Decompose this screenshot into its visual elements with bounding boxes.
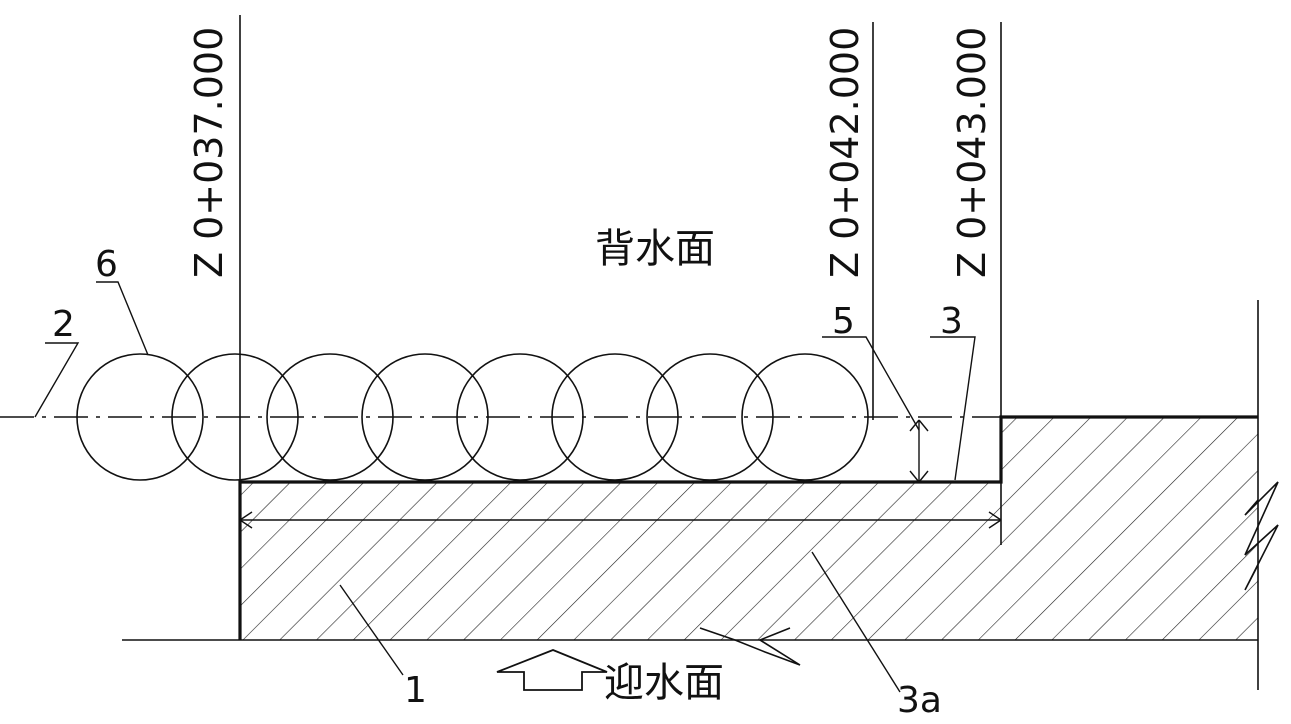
dimension-5 xyxy=(909,419,929,483)
pile-circle xyxy=(361,353,489,481)
break-line-bottom xyxy=(699,627,801,666)
upstream-face-label: 迎水面 xyxy=(604,660,724,706)
back-water-face-label: 背水面 xyxy=(595,226,715,272)
label-5: 5 xyxy=(832,301,855,342)
station-label-3: Z 0+043.000 xyxy=(950,27,994,278)
pile-circle xyxy=(551,353,679,481)
station-label-1: Z 0+037.000 xyxy=(187,27,231,278)
dimension-3a xyxy=(239,511,1002,529)
pile-circle xyxy=(741,353,869,481)
pile-circle xyxy=(456,353,584,481)
label-3: 3 xyxy=(940,301,963,342)
concrete-body xyxy=(238,415,1258,640)
break-line-right xyxy=(1244,481,1279,591)
pile-row-6 xyxy=(76,353,869,481)
label-3a: 3a xyxy=(897,680,942,719)
pile-circle xyxy=(266,353,394,481)
label-1: 1 xyxy=(404,670,427,711)
leader-lines xyxy=(34,281,976,693)
up-arrow-icon xyxy=(496,649,608,691)
pile-circle xyxy=(171,353,299,481)
label-2: 2 xyxy=(52,304,75,345)
station-label-2: Z 0+042.000 xyxy=(823,27,867,278)
pile-circle xyxy=(76,353,204,481)
pile-circle xyxy=(646,353,774,481)
label-6: 6 xyxy=(95,244,118,285)
